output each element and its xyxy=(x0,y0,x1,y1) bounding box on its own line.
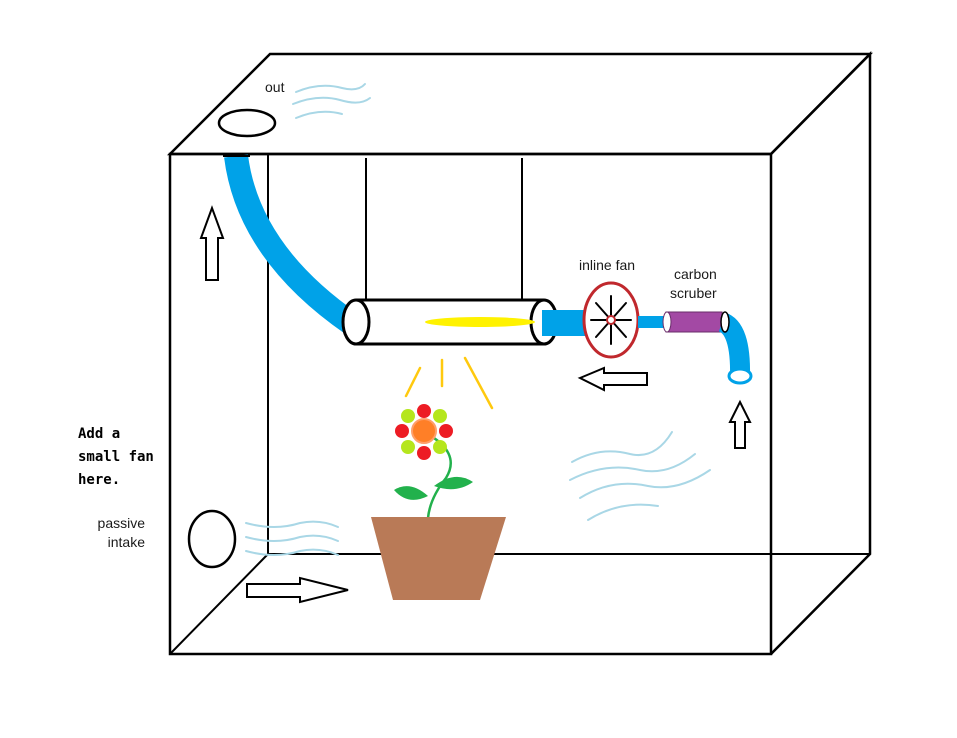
passive-intake-port xyxy=(187,509,237,569)
up-arrow-left xyxy=(199,205,225,281)
light-to-fan-duct xyxy=(542,310,586,336)
scrubber-intake-duct xyxy=(717,311,753,385)
flower-center xyxy=(411,418,437,444)
tent-floor-diagonal xyxy=(169,553,269,655)
up-arrow-right xyxy=(728,399,752,449)
grow-tent xyxy=(166,50,873,656)
exhaust-airflow-lines xyxy=(292,83,371,119)
right-arrow-intake xyxy=(246,576,349,604)
passive-intake-label-line1: passive xyxy=(98,515,146,531)
plant-leaf-left xyxy=(394,486,428,500)
plant-leaf-right xyxy=(434,476,473,490)
carbon-scrubber-label-line2: scruber xyxy=(670,285,717,301)
note-line1: Add a xyxy=(78,426,120,442)
fan-to-scrubber-duct xyxy=(638,316,668,328)
note-line3: here. xyxy=(78,472,120,488)
left-arrow-under-fan xyxy=(577,366,648,392)
grow-light-cooltube xyxy=(341,298,559,346)
intake-airflow-lines xyxy=(245,520,339,556)
plant-pot xyxy=(371,517,506,600)
light-rays xyxy=(404,356,494,410)
potted-plant xyxy=(371,404,506,600)
passive-intake-label-line2: intake xyxy=(108,534,146,550)
tent-right-side xyxy=(770,50,872,655)
carbon-scrubber-label-line1: carbon xyxy=(674,266,717,282)
tent-top-face xyxy=(166,52,873,156)
tent-airflow-lines xyxy=(569,431,711,521)
out-label: out xyxy=(265,79,285,95)
carbon-scrubber xyxy=(662,311,723,333)
inline-fan-label: inline fan xyxy=(579,257,635,273)
exhaust-outlet-port xyxy=(217,108,277,138)
exhaust-duct xyxy=(224,154,359,334)
grow-lamp-bulb xyxy=(425,317,535,327)
inline-fan xyxy=(582,281,640,359)
flower xyxy=(395,404,453,460)
note-line2: small fan xyxy=(78,449,154,465)
